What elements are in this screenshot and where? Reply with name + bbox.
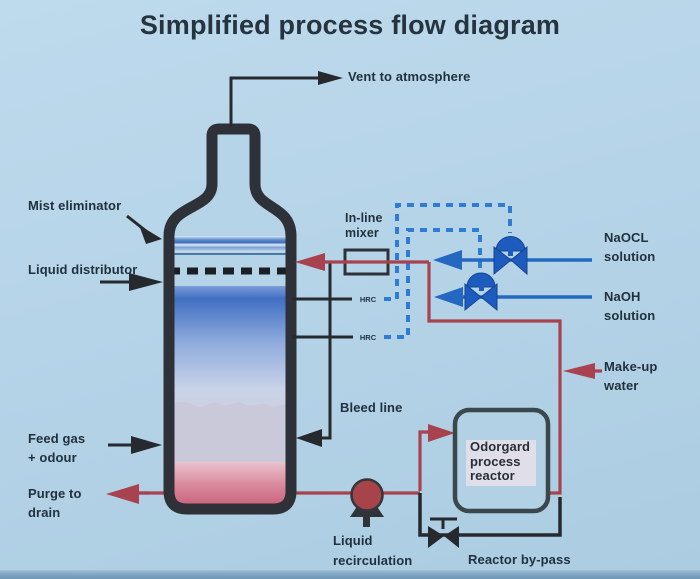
naocl-arrow-icon [433,250,462,270]
pump-label: Liquid recirculation [333,533,413,568]
hrc-controller-top-label: HRC [359,295,377,304]
purge-arrow-icon [106,484,139,504]
naoh-label: NaOH solution [604,289,656,323]
label-arrows [100,214,163,504]
liquid-distributor-arrow-icon [129,273,163,291]
makeup-water-label: Make-up water [604,359,658,393]
bottom-strip [0,570,700,579]
control-line-hrc1-to-valve1 [384,203,512,301]
reactor-label: Odorgard process reactor [470,439,531,483]
wavy-interface [169,401,291,466]
control-signal-lines [384,203,512,339]
bypass-valve-icon [428,526,459,548]
liquid-distributor-label: Liquid distributor [28,262,138,277]
naocl-label: NaOCL solution [604,230,656,264]
naoh-control-valve-icon [464,272,498,312]
dosing-into-vessel-arrow-icon [295,253,325,271]
scrubber-vessel-interior [169,129,291,509]
mist-eliminator-label: Mist eliminator [28,198,122,213]
feed-gas-label: Feed gas + odour [28,431,86,465]
hrc-controller-bottom-label: HRC [359,333,377,342]
feed-gas-arrow-icon [131,436,162,454]
purge-label: Purge to drain [28,486,82,520]
vent-label: Vent to atmosphere [348,69,471,84]
recirculation-pump-icon [350,478,384,527]
bleed-line-label: Bleed line [340,400,403,415]
dosing-lines [322,260,602,495]
bypass-label: Reactor by-pass [468,552,571,567]
bleed-arrow-icon [296,429,322,447]
mist-eliminator-band [169,236,291,252]
bypass-line [418,493,562,537]
vent-arrow-icon [318,71,343,85]
reactor-inlet-arrow-icon [428,424,455,442]
reactor-label-patch [466,440,536,486]
scrubber-vessel-outline [163,123,297,515]
sump-liquid [169,462,291,509]
instrument-tap-lines [292,297,353,339]
naoh-arrow-icon [434,287,463,307]
odorgard-reactor [452,407,551,514]
inline-mixer-label: In-line mixer [345,211,383,240]
makeup-water-arrow-icon [563,363,595,379]
naocl-control-valve-icon [493,236,528,276]
bleed-line [296,263,332,447]
vent-line [229,76,318,126]
control-line-hrc2-to-valve2 [384,228,482,339]
page-title: Simplified process flow diagram [139,10,561,40]
packing-section [169,286,291,412]
mist-eliminator-arrow-icon [139,225,162,244]
